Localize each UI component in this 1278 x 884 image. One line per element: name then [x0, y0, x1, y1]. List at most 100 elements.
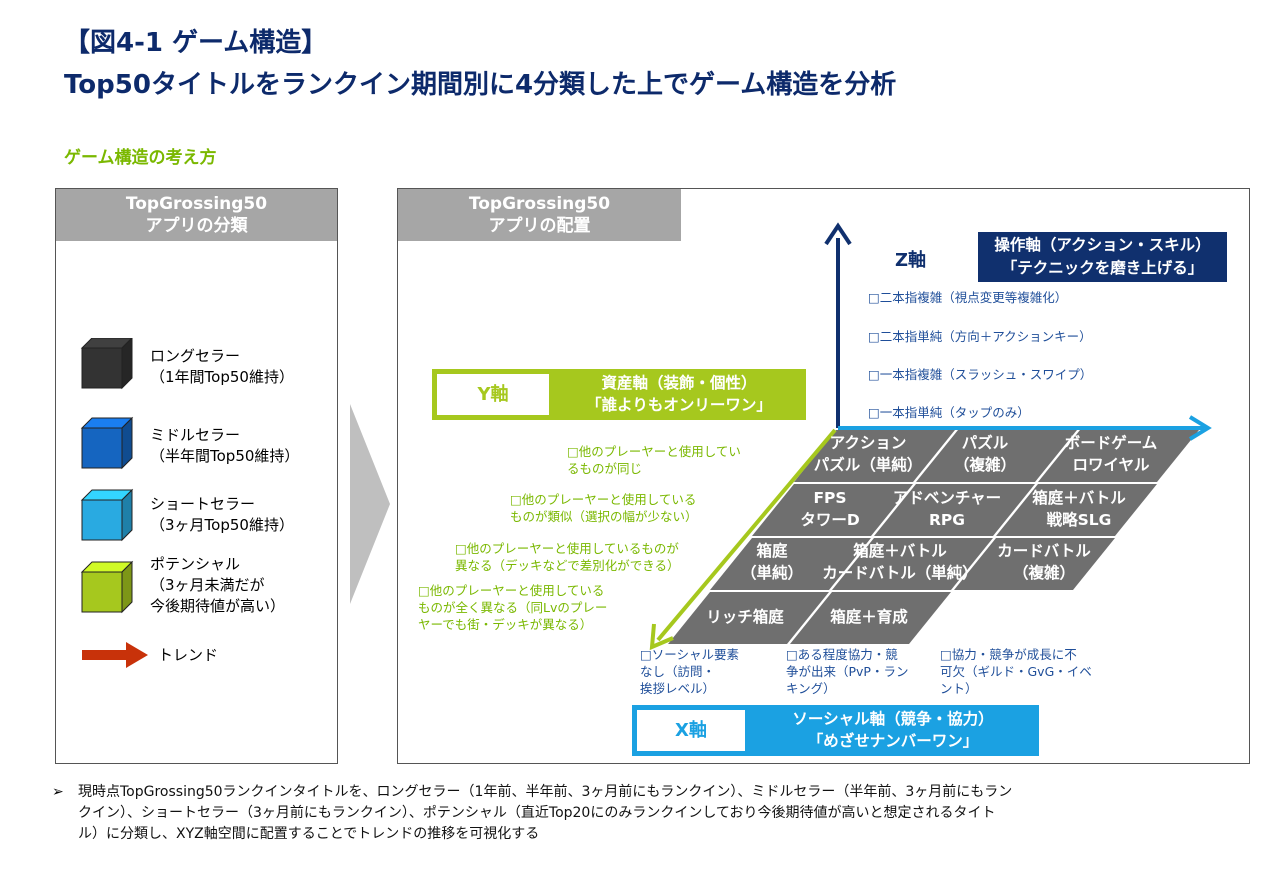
x-level-2: □ある程度協力・競 争が出来（PvP・ラン キング）: [786, 646, 908, 697]
cell-line: アクション: [829, 434, 907, 452]
right-head-line2: アプリの配置: [488, 216, 591, 236]
legend-line: 今後期待値が高い）: [150, 597, 286, 615]
cell-adventure-rpg: アドベンチャー RPG: [882, 487, 1012, 531]
cell-line: （複雑）: [1012, 564, 1075, 582]
cube-icon-potential: [80, 560, 134, 614]
y-level-line: □他のプレーヤーと使用している: [510, 492, 697, 507]
y-axis-arrowhead-icon: [649, 623, 674, 651]
cube-icon-shortseller: [80, 488, 134, 542]
cube-icon-middleseller: [80, 416, 134, 470]
footer-line: ル）に分類し、XYZ軸空間に配置することでトレンドの推移を可視化する: [78, 826, 540, 842]
legend-line: （半年間Top50維持）: [150, 447, 300, 465]
legend-line: （3ヶ月未満だが: [150, 576, 265, 594]
y-level-line: 異なる（デッキなどで差別化ができる）: [455, 558, 680, 573]
cell-line: RPG: [928, 511, 966, 529]
y-axis-name-box: Y軸 資産軸（装飾・個性） 「誰よりもオンリーワン」: [432, 369, 806, 420]
grid-cell: [954, 538, 1115, 590]
right-head-line1: TopGrossing50: [468, 194, 611, 214]
grid-cell: [752, 484, 913, 536]
left-panel-header: TopGrossing50 アプリの分類: [56, 189, 337, 241]
footer-line: クイン）、ショートセラー（3ヶ月前にもランクイン）、ポテンシャル（直近Top20…: [78, 805, 996, 821]
y-axis-line: [656, 428, 837, 642]
right-panel: [397, 188, 1250, 764]
legend-line: ミドルセラー: [150, 426, 241, 444]
cube-icon-longseller: [80, 338, 133, 390]
x-level-1: □ソーシャル要素 なし（訪問・ 挨拶レベル）: [640, 646, 739, 697]
grid-cell: [1038, 430, 1199, 482]
footer-text: 現時点TopGrossing50ランクインタイトルを、ロングセラー（1年前、半年…: [78, 782, 1218, 845]
z-level-2: □一本指複雑（スラッシュ・スワイプ）: [868, 367, 1093, 382]
left-head-line2: アプリの分類: [145, 216, 248, 236]
legend-label-shortseller: ショートセラー （3ヶ月Top50維持）: [150, 494, 294, 536]
cell-hakoniwa-simple: 箱庭 （単純）: [722, 540, 822, 584]
x-level-line: □ある程度協力・競: [786, 647, 898, 662]
cell-line: 箱庭＋バトル: [853, 542, 947, 560]
cell-hakoniwa-cardbattle: 箱庭＋バトル カードバトル（単純）: [820, 540, 980, 584]
cell-hakoniwa-slg: 箱庭＋バトル 戦略SLG: [1014, 487, 1144, 531]
cube-face: [121, 488, 133, 542]
x-level-line: 挨拶レベル）: [640, 681, 716, 696]
y-axis-name-line: 資産軸（装飾・個性）: [601, 374, 757, 392]
y-level-4: □他のプレーヤーと使用している ものが全く異なる（同Lvのプレー ヤーでも街・デ…: [418, 582, 607, 633]
y-axis-name-line: 「誰よりもオンリーワン」: [586, 396, 772, 414]
trend-label: トレンド: [158, 646, 219, 664]
cube-face: [80, 338, 133, 349]
cell-line: ロワイヤル: [1072, 456, 1150, 474]
cell-line: リッチ箱庭: [706, 608, 784, 626]
grid-cell: [874, 484, 1035, 536]
y-level-line: □他のプレーヤーと使用している: [418, 583, 605, 598]
legend-line: ショートセラー: [150, 495, 256, 513]
y-level-line: □他のプレーヤーと使用しているものが: [455, 541, 679, 556]
page-subtitle-line: Top50タイトルをランクイン期間別に4分類した上でゲーム構造を分析: [64, 70, 897, 100]
y-level-line: るものが同じ: [567, 461, 643, 476]
cube-face: [121, 338, 133, 390]
cube-face: [121, 416, 133, 470]
left-panel: [55, 188, 338, 764]
legend-label-potential: ポテンシャル （3ヶ月未満だが 今後期待値が高い）: [150, 554, 285, 617]
cell-puzzle-complex: パズル （複雑）: [930, 432, 1040, 476]
z-axis-arrowhead-icon: [824, 222, 852, 246]
x-axis-name-box: X軸 ソーシャル軸（競争・協力） 「めざせナンバーワン」: [632, 705, 1039, 756]
x-level-3: □協力・競争が成長に不 可欠（ギルド・GvG・イベ ント）: [940, 646, 1092, 697]
cell-line: パズル: [961, 434, 1009, 452]
genre-grid: [668, 430, 1199, 644]
z-axis-name-line: 操作軸（アクション・スキル）: [994, 236, 1211, 254]
y-level-line: ものが全く異なる（同Lvのプレー: [418, 600, 608, 615]
x-axis-name-line: ソーシャル軸（競争・協力）: [792, 710, 994, 728]
cell-cardbattle-complex: カードバトル （複雑）: [984, 540, 1104, 584]
cell-line: ボードゲーム: [1064, 434, 1158, 452]
cell-hakoniwa-ikusei: 箱庭＋育成: [806, 606, 932, 628]
grid-cell: [996, 484, 1157, 536]
x-level-line: 争が出来（PvP・ラン: [786, 664, 909, 679]
y-level-3: □他のプレーヤーと使用しているものが 異なる（デッキなどで差別化ができる）: [455, 540, 680, 574]
y-level-2: □他のプレーヤーと使用している ものが類似（選択の幅が少ない）: [510, 491, 698, 525]
z-level-4: □二本指複雑（視点変更等複雑化）: [868, 290, 1068, 305]
cell-line: カードバトル（単純）: [822, 564, 978, 582]
footer-line: 現時点TopGrossing50ランクインタイトルを、ロングセラー（1年前、半年…: [78, 784, 1013, 800]
y-level-line: ヤーでも街・デッキが異なる）: [418, 617, 593, 632]
z-axis-name-line: 「テクニックを磨き上げる」: [1001, 259, 1204, 277]
z-level-3: □二本指単純（方向＋アクションキー）: [868, 329, 1092, 344]
legend-line: （3ヶ月Top50維持）: [150, 516, 294, 534]
x-level-line: □ソーシャル要素: [640, 647, 740, 662]
y-level-1: □他のプレーヤーと使用してい るものが同じ: [567, 443, 741, 477]
x-axis-name-line: 「めざせナンバーワン」: [807, 732, 979, 750]
grid-cell: [668, 592, 829, 644]
z-level-1: □一本指単純（タップのみ）: [868, 405, 1030, 420]
legend-line: ポテンシャル: [150, 555, 241, 573]
legend-label-middleseller: ミドルセラー （半年間Top50維持）: [150, 425, 299, 467]
legend-line: ロングセラー: [150, 347, 241, 365]
x-level-line: □協力・競争が成長に不: [940, 647, 1077, 662]
z-axis-name-box: 操作軸（アクション・スキル） 「テクニックを磨き上げる」: [978, 232, 1227, 282]
x-axis-name: ソーシャル軸（競争・協力） 「めざせナンバーワン」: [748, 708, 1038, 752]
y-level-line: ものが類似（選択の幅が少ない）: [510, 509, 698, 524]
section-subtitle: ゲーム構造の考え方: [64, 148, 217, 168]
footer-bullet: ➢: [52, 784, 64, 800]
legend-label-longseller: ロングセラー （1年間Top50維持）: [150, 346, 294, 388]
cell-fps-tower: FPS タワーD: [780, 487, 880, 531]
cell-board-royale: ボードゲーム ロワイヤル: [1046, 432, 1176, 476]
cell-line: （複雑）: [953, 456, 1016, 474]
legend-line: （1年間Top50維持）: [150, 368, 294, 386]
cell-line: 箱庭＋育成: [830, 608, 908, 626]
